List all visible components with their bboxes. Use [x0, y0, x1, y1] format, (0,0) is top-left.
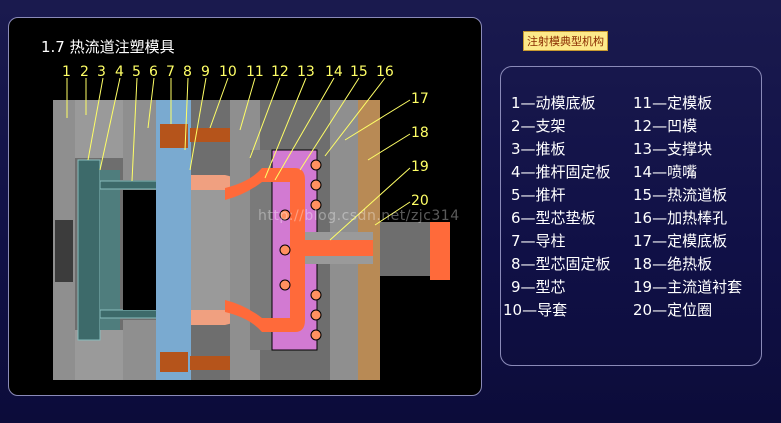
sprue-hot-channel	[300, 240, 373, 256]
legend-item: 2—支架	[511, 117, 566, 135]
part-number: 10	[219, 64, 237, 80]
heater-hole	[310, 199, 322, 211]
ejector-space	[123, 190, 156, 310]
ejector-plate	[77, 159, 101, 341]
guide-pin-top	[160, 124, 188, 148]
part-number-labels: 1 2 3 4 5 6 7 8 9 10 11 12 13 14 15 16 1…	[62, 64, 429, 209]
part-number: 1	[62, 64, 71, 80]
part-number: 8	[183, 64, 192, 80]
legend-item: 9—型芯	[511, 278, 566, 296]
hot-runner-channel	[225, 168, 305, 332]
cavity-plate	[250, 150, 272, 350]
part-number: 18	[411, 125, 429, 141]
heater-hole	[279, 209, 291, 221]
clamp-plate-slot	[55, 220, 73, 282]
part-number: 5	[132, 64, 141, 80]
legend-item: 5—推杆	[511, 186, 566, 204]
heater-hole	[310, 179, 322, 191]
part-number: 15	[350, 64, 368, 80]
legend-item: 8—型芯固定板	[511, 255, 611, 273]
legend-item: 10—导套	[503, 301, 568, 319]
heater-hole	[310, 289, 322, 301]
part-number: 20	[411, 193, 429, 209]
part-number: 11	[246, 64, 264, 80]
legend-item: 16—加热棒孔	[633, 209, 728, 227]
support-top	[75, 100, 123, 158]
part-number: 6	[149, 64, 158, 80]
legend-item: 17—定模底板	[633, 232, 728, 250]
legend-panel	[500, 66, 762, 366]
legend-item: 6—型芯垫板	[511, 209, 596, 227]
part-number: 7	[166, 64, 175, 80]
legend-item: 13—支撑块	[633, 140, 713, 158]
legend-item: 12—凹模	[633, 117, 698, 135]
legend-item: 7—导柱	[511, 232, 566, 250]
mechanism-label: 注射模典型机构	[523, 31, 608, 51]
part-number: 13	[297, 64, 315, 80]
legend-item: 14—喷嘴	[633, 163, 698, 181]
part-number: 17	[411, 91, 429, 107]
part-number: 2	[80, 64, 89, 80]
part-number: 19	[411, 159, 429, 175]
core-backing-bottom	[123, 320, 156, 380]
diagram-title: 1.7 热流道注塑模具	[41, 38, 175, 56]
core-backing-top	[123, 100, 156, 180]
guide-bushing-top	[190, 128, 230, 142]
locating-ring	[380, 222, 430, 276]
nozzle-tip	[430, 222, 450, 280]
part-number: 3	[97, 64, 106, 80]
legend-item: 15—热流道板	[633, 186, 728, 204]
heater-hole	[310, 159, 322, 171]
heater-hole	[279, 244, 291, 256]
heater-hole	[310, 309, 322, 321]
legend-item: 4—推杆固定板	[511, 163, 611, 181]
legend-item: 1—动模底板	[511, 94, 596, 112]
guide-bushing-bottom	[190, 356, 230, 370]
part-number: 16	[376, 64, 394, 80]
ejector-retainer-plate	[100, 170, 120, 330]
heater-hole	[310, 329, 322, 341]
heater-hole	[279, 279, 291, 291]
part-number: 12	[271, 64, 289, 80]
legend-item: 3—推板	[511, 140, 566, 158]
part-number: 14	[325, 64, 343, 80]
legend-item: 20—定位圈	[633, 301, 713, 319]
legend-item: 19—主流道衬套	[633, 278, 743, 296]
legend-item: 18—绝热板	[633, 255, 713, 273]
leader-lines	[66, 77, 411, 241]
watermark: http://blog.csdn.net/zjc314	[258, 208, 460, 224]
part-number: 9	[201, 64, 210, 80]
part-number: 4	[115, 64, 124, 80]
legend-item: 11—定模板	[633, 94, 713, 112]
guide-pin-bottom	[160, 352, 188, 372]
